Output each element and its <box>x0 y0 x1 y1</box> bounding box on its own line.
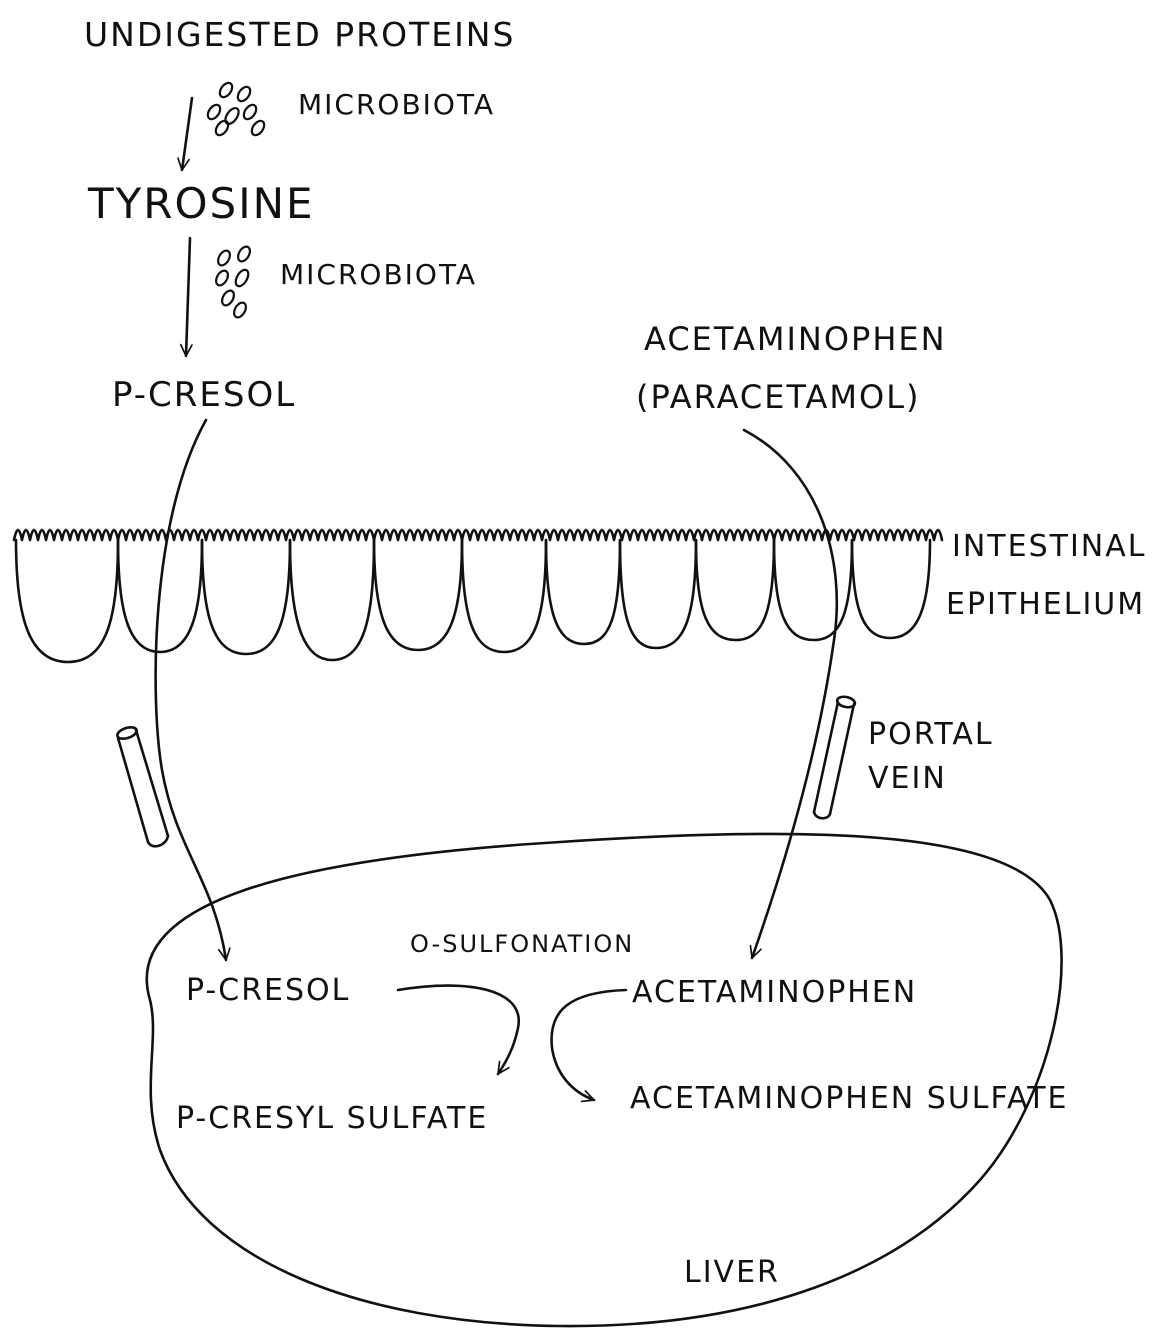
microbiota-icon <box>205 81 266 138</box>
label-acetaminophen-sulfate: ACETAMINOPHEN SULFATE <box>630 1081 1068 1116</box>
portal-vein-tube-left <box>116 725 168 846</box>
arrow-acetaminophen-to-liver <box>744 430 837 958</box>
label-p-cresol-liver: P-CRESOL <box>186 973 350 1008</box>
label-microbiota-1: MICROBIOTA <box>298 88 495 121</box>
label-p-cresyl-sulfate: P-CRESYL SULFATE <box>176 1101 488 1136</box>
arrow-p-cresol-to-liver <box>156 420 226 960</box>
label-o-sulfonation: O-SULFONATION <box>410 930 634 958</box>
arrow-proteins-to-tyrosine <box>182 98 192 170</box>
label-acetaminophen-line2: (PARACETAMOL) <box>636 378 921 416</box>
label-microbiota-2: MICROBIOTA <box>280 258 477 291</box>
label-undigested-proteins: UNDIGESTED PROTEINS <box>84 15 515 54</box>
label-acetaminophen-line1: ACETAMINOPHEN <box>644 320 947 358</box>
label-acetaminophen-liver: ACETAMINOPHEN <box>632 975 917 1010</box>
label-portal: PORTAL <box>868 717 994 752</box>
liver-outline <box>147 834 1062 1326</box>
label-vein: VEIN <box>868 761 947 796</box>
label-intestinal: INTESTINAL <box>952 529 1146 564</box>
label-epithelium: EPITHELIUM <box>946 587 1145 622</box>
label-tyrosine: TYROSINE <box>87 179 315 228</box>
microbiota-icon <box>214 245 253 320</box>
label-liver: LIVER <box>684 1255 780 1290</box>
arrow-acetaminophen-to-sulfate <box>552 990 626 1100</box>
intestinal-epithelium <box>14 530 942 662</box>
label-p-cresol-gut: P-CRESOL <box>112 375 296 415</box>
arrow-p-cresol-to-p-cresyl-sulfate <box>398 986 519 1074</box>
arrow-tyrosine-to-pcresol <box>186 238 190 356</box>
